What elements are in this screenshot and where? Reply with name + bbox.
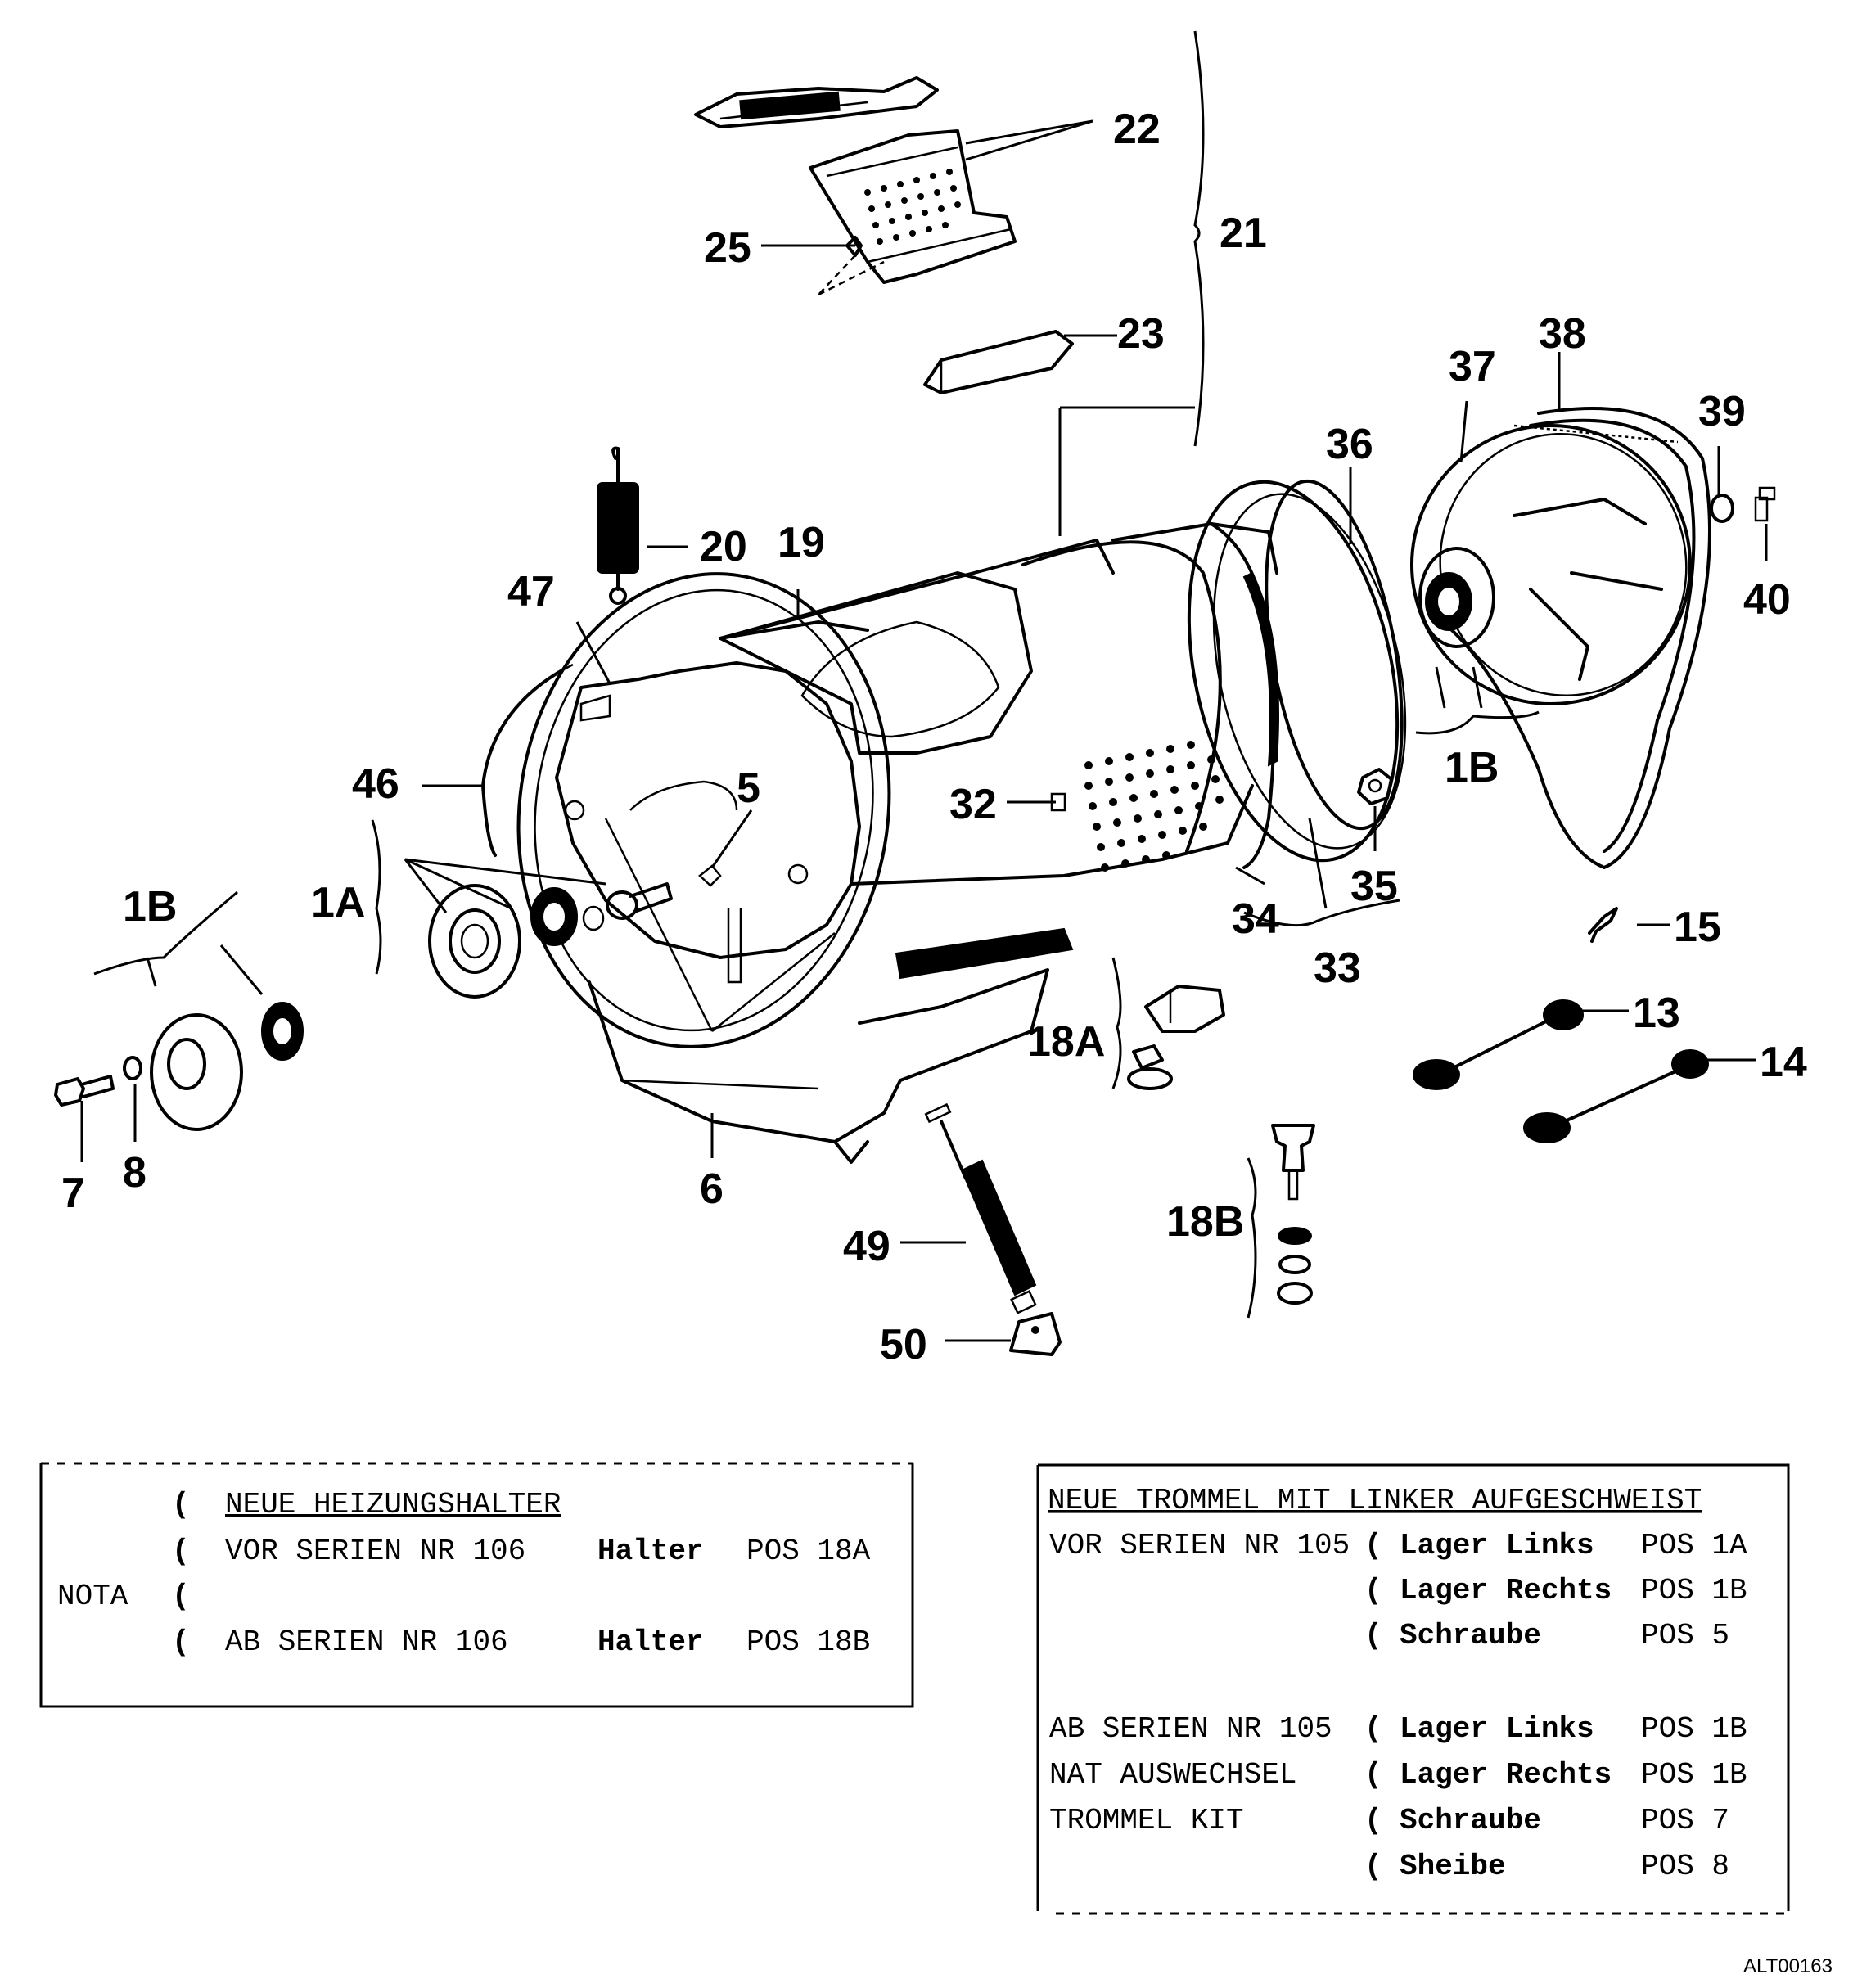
callout-33: 33: [1314, 944, 1361, 992]
note-left-paren: (: [172, 1488, 190, 1521]
note-left-pos: POS 18A: [746, 1535, 871, 1568]
note-right-label: NAT AUSWECHSEL: [1049, 1758, 1296, 1792]
callout-35: 35: [1350, 863, 1398, 910]
note-right-pos: POS 1B: [1641, 1712, 1747, 1746]
note-right-label: AB SERIEN NR 105: [1049, 1712, 1332, 1746]
callout-23: 23: [1117, 310, 1165, 358]
part-35-nut: [1357, 768, 1393, 805]
callout-39: 39: [1698, 388, 1746, 435]
callout-19: 19: [778, 519, 825, 566]
callout-32: 32: [949, 781, 997, 828]
part-14-rod: [1523, 1049, 1709, 1143]
note-right-item: Lager Rechts: [1400, 1574, 1612, 1607]
part-1A-bearing: [428, 884, 605, 999]
note-left-paren: (: [172, 1580, 190, 1613]
note-left-item: Halter: [597, 1625, 704, 1659]
part-18A-bracket: [1127, 985, 1225, 1090]
callout-1B-left: 1B: [123, 883, 177, 931]
callout-50: 50: [880, 1321, 927, 1368]
note-right-paren: (: [1364, 1619, 1382, 1652]
callout-15: 15: [1674, 904, 1721, 951]
note-left-series: VOR SERIEN NR 106: [225, 1535, 525, 1568]
part-40-bolt: [1754, 486, 1776, 522]
callout-7: 7: [61, 1170, 85, 1217]
callout-20: 20: [700, 523, 747, 570]
callout-47: 47: [507, 568, 555, 615]
callout-13: 13: [1633, 989, 1680, 1037]
note-right-item: Lager Rechts: [1400, 1758, 1612, 1792]
callout-6: 6: [700, 1165, 724, 1213]
note-right-title: NEUE TROMMEL MIT LINKER AUFGESCHWEIST: [1048, 1484, 1702, 1517]
part-13-rod: [1413, 999, 1584, 1090]
callout-40: 40: [1743, 576, 1791, 624]
note-right-item: Lager Links: [1400, 1712, 1594, 1746]
note-right-item: Schraube: [1400, 1619, 1541, 1652]
callout-1A: 1A: [311, 879, 365, 926]
callout-46: 46: [352, 760, 399, 808]
note-left-pos: POS 18B: [746, 1625, 870, 1659]
callout-18B: 18B: [1166, 1198, 1244, 1246]
note-left-heading: NEUE HEIZUNGSHALTER: [225, 1488, 561, 1521]
callout-14: 14: [1760, 1039, 1807, 1086]
callout-34: 34: [1232, 895, 1279, 943]
part-47-mark: [560, 663, 574, 673]
part-18B-holder: [1271, 1124, 1315, 1305]
part-22-upper-panel: [694, 76, 939, 128]
callout-22: 22: [1113, 106, 1161, 153]
note-right-label: VOR SERIEN NR 105: [1049, 1529, 1350, 1562]
note-left-paren: (: [172, 1535, 190, 1568]
note-right-item: Schraube: [1400, 1804, 1541, 1837]
note-right-pos: POS 1B: [1641, 1758, 1747, 1792]
note-left-series: AB SERIEN NR 106: [225, 1625, 508, 1659]
callout-37: 37: [1449, 343, 1496, 390]
note-box-heater-holder: NOTA ( NEUE HEIZUNGSHALTER ( VOR SERIEN …: [39, 1462, 914, 1708]
note-right-paren: (: [1364, 1529, 1382, 1562]
part-23-lifter: [923, 330, 1074, 394]
note-right-paren: (: [1364, 1712, 1382, 1746]
part-15-clip: [1588, 907, 1618, 943]
part-50-bracket: [1009, 1312, 1062, 1356]
note-right-item: Sheibe: [1400, 1850, 1506, 1883]
note-right-label: TROMMEL KIT: [1049, 1804, 1244, 1837]
drawing-reference: ALT00163: [1743, 1955, 1833, 1977]
note-right-pos: POS 8: [1641, 1850, 1729, 1883]
part-1B-left-bearing: [150, 1002, 304, 1131]
note-right-paren: (: [1364, 1850, 1382, 1883]
part-7-bolt: [54, 1075, 115, 1107]
note-right-paren: (: [1364, 1574, 1382, 1607]
part-25-screw: [818, 236, 885, 296]
note-left-item: Halter: [597, 1535, 704, 1568]
callout-21: 21: [1220, 210, 1267, 257]
callout-1B-right: 1B: [1445, 744, 1499, 791]
note-right-paren: (: [1364, 1804, 1382, 1837]
note-right-pos: POS 7: [1641, 1804, 1729, 1837]
callout-5: 5: [737, 764, 760, 812]
note-right-pos: POS 1B: [1641, 1574, 1747, 1607]
note-left-label: NOTA: [57, 1580, 128, 1613]
part-22-lower-grille: [809, 129, 1017, 284]
part-49-shock-absorber: [924, 1102, 1037, 1314]
part-20-spring: [597, 446, 639, 605]
callout-18A: 18A: [1027, 1018, 1105, 1066]
note-box-drum-kit: NEUE TROMMEL MIT LINKER AUFGESCHWEIST VO…: [1036, 1463, 1790, 1915]
part-33-34-gasket: [1210, 522, 1279, 869]
part-46-wire: [481, 669, 562, 857]
part-8-washer: [123, 1056, 142, 1080]
part-39-washer: [1710, 494, 1734, 523]
part-6-tub-assembly: [516, 522, 1278, 1164]
part-38-belt: [1431, 407, 1711, 869]
note-right-pos: POS 5: [1641, 1619, 1729, 1652]
callout-25: 25: [704, 224, 751, 272]
note-left-paren: (: [172, 1625, 190, 1659]
callout-36: 36: [1326, 421, 1373, 468]
callout-49: 49: [843, 1223, 890, 1270]
part-37-pulley: [1410, 424, 1692, 705]
part-5-screw: [606, 864, 722, 920]
callout-38: 38: [1539, 310, 1586, 358]
callout-8: 8: [123, 1149, 147, 1197]
note-right-paren: (: [1364, 1758, 1382, 1792]
note-right-pos: POS 1A: [1641, 1529, 1747, 1562]
note-right-item: Lager Links: [1400, 1529, 1594, 1562]
